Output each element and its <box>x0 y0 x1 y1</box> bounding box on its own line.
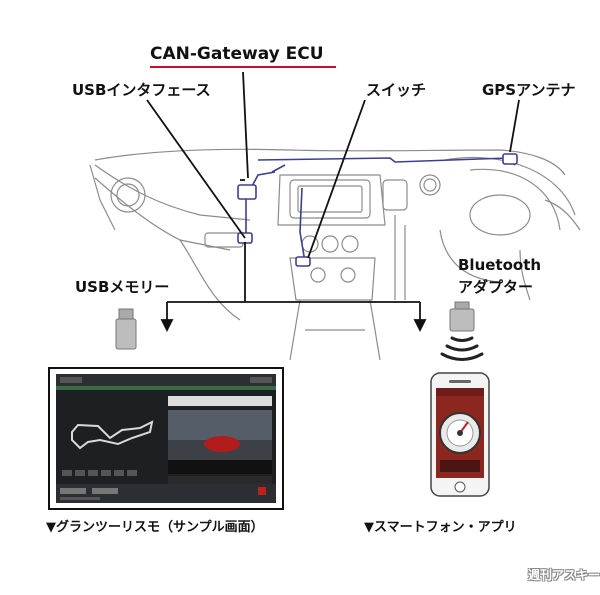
gran-turismo-caption: ▼グランツーリスモ（サンプル画面） <box>46 520 264 535</box>
bluetooth-label: Bluetooth <box>458 256 542 274</box>
smartphone-icon <box>430 372 490 497</box>
switch-label: スイッチ <box>366 81 427 99</box>
watermark: 週刊アスキー <box>528 568 600 582</box>
usb-memory-icon <box>115 308 137 350</box>
wireless-signal-icon <box>440 336 484 361</box>
usb-interface-label: USBインタフェース <box>72 81 211 99</box>
leader-lines <box>146 71 520 333</box>
can-gateway-ecu-label: CAN-Gateway ECU <box>150 44 324 64</box>
gps-antenna-label: GPSアンテナ <box>482 81 576 99</box>
game-screen-frame <box>48 367 284 510</box>
usb-memory-label: USBメモリー <box>75 278 170 296</box>
dashboard-illustration <box>89 148 581 361</box>
bluetooth-adapter-icon <box>449 301 475 332</box>
smartphone-app-caption: ▼スマートフォン・アプリ <box>364 520 517 535</box>
bluetooth-adapter-label: アダプター <box>458 278 534 296</box>
title-underline <box>150 66 336 68</box>
cable-routing <box>237 153 518 267</box>
